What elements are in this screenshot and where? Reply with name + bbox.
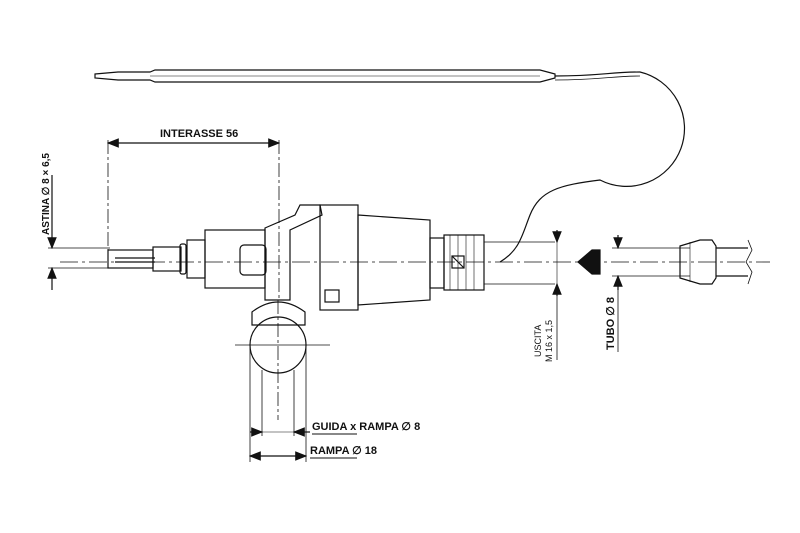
valve-body <box>107 204 555 462</box>
astina-dimension <box>47 175 110 290</box>
uscita-label-line1: USCITA <box>533 325 543 357</box>
guida-rampa-label: GUIDA x RAMPA ∅ 8 <box>312 421 420 433</box>
rampa-dimensions <box>248 427 357 461</box>
capillary-tube <box>499 71 686 263</box>
capillary-bulb <box>94 69 556 83</box>
interasse-label: INTERASSE 56 <box>160 128 238 140</box>
tube-fitting <box>679 239 753 285</box>
rampa-label: RAMPA ∅ 18 <box>310 445 377 457</box>
tubo-label: TUBO ∅ 8 <box>605 297 617 350</box>
uscita-label-line2: M 16 x 1,5 <box>544 320 554 362</box>
astina-label: ASTINA ∅ 8 × 6,5 <box>41 153 52 235</box>
tubo-dimension <box>612 235 690 352</box>
interasse-dimension <box>106 138 281 300</box>
flow-arrow <box>577 249 601 275</box>
